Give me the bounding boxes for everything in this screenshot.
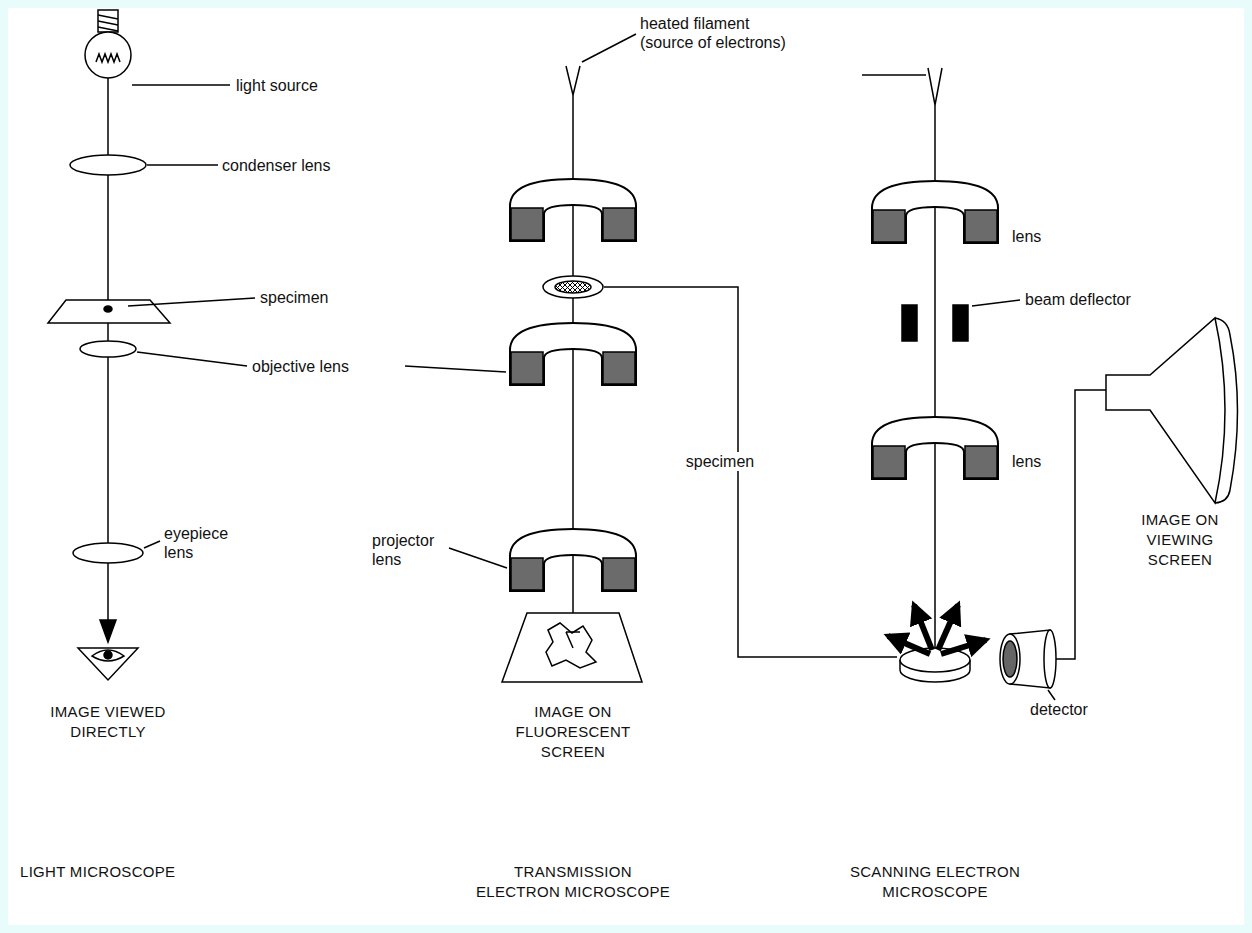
image-caption: IMAGE ON FLUORESCENT SCREEN [508, 702, 638, 762]
light-microscope [48, 10, 255, 680]
microscope-title: LIGHT MICROSCOPE [20, 862, 175, 882]
part-label: objective lens [252, 357, 349, 376]
image-caption: IMAGE VIEWED DIRECTLY [38, 702, 178, 742]
part-label: light source [236, 76, 318, 95]
part-label: specimen [260, 288, 328, 307]
part-label: lens [1012, 227, 1041, 246]
microscope-title: TRANSMISSION ELECTRON MICROSCOPE [471, 862, 676, 902]
part-label: heated filament (source of electrons) [640, 14, 805, 52]
part-label: specimen [683, 452, 757, 471]
part-label: eyepiece lens [164, 524, 240, 562]
part-label: lens [1012, 452, 1041, 471]
part-label: beam deflector [1025, 290, 1131, 309]
page-ground [8, 8, 1244, 925]
part-label: projector lens [372, 531, 450, 569]
part-label: condenser lens [222, 156, 331, 175]
scanning-electron-microscope [862, 68, 1238, 700]
transmission-electron-microscope [405, 34, 897, 682]
image-caption: IMAGE ON VIEWING SCREEN [1130, 510, 1230, 570]
microscope-title: SCANNING ELECTRON MICROSCOPE [833, 862, 1038, 902]
part-label: detector [1030, 700, 1088, 719]
